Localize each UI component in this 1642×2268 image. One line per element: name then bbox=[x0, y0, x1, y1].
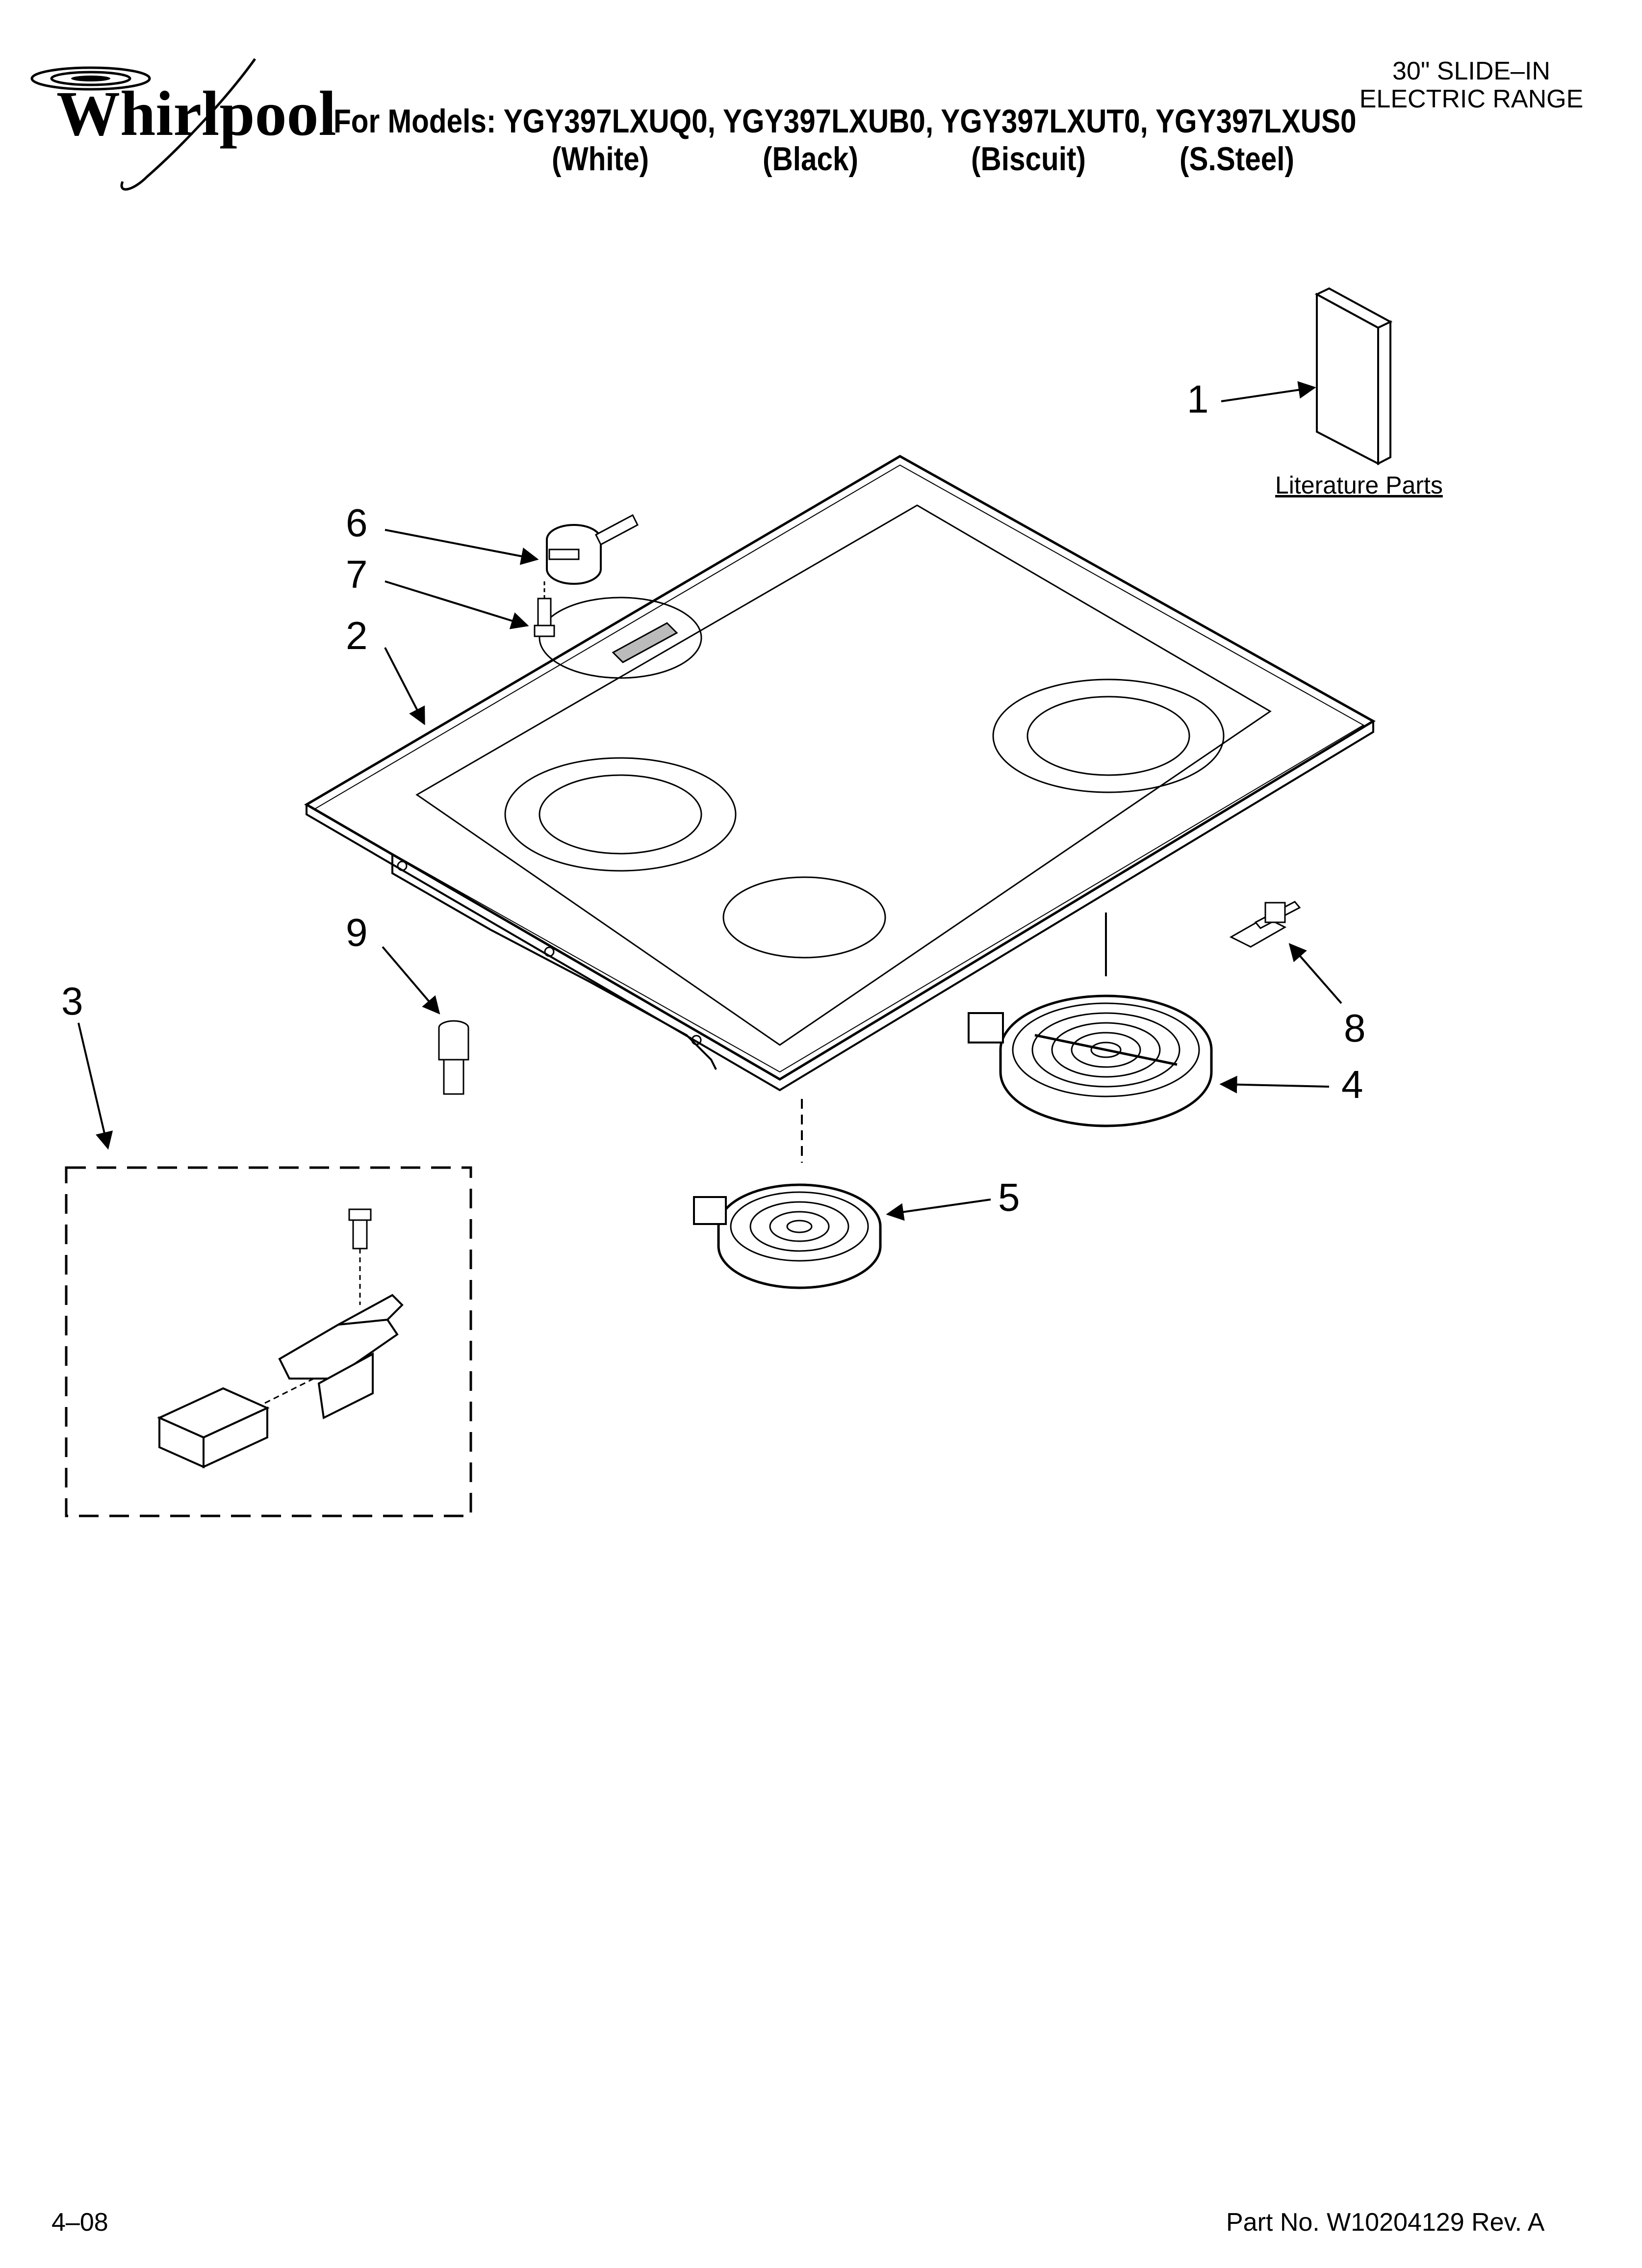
callout-3: 3 bbox=[61, 979, 83, 1023]
screw-7 bbox=[534, 581, 555, 637]
indicator-lamp-9 bbox=[438, 1020, 469, 1095]
color-white: (White) bbox=[552, 140, 649, 178]
callout-4: 4 bbox=[1341, 1063, 1363, 1106]
vent-grille bbox=[612, 622, 678, 663]
callout-1: 1 bbox=[1187, 377, 1209, 421]
callout-2: 2 bbox=[346, 614, 368, 657]
revision-date: 4–08 bbox=[51, 2208, 108, 2237]
color-stainless-steel: (S.Steel) bbox=[1180, 140, 1294, 178]
surface-element-small-5 bbox=[693, 1099, 882, 1289]
whirlpool-logo: Whirlpool bbox=[30, 58, 336, 191]
svg-text:Whirlpool: Whirlpool bbox=[56, 78, 336, 149]
literature-part-1 bbox=[1314, 287, 1393, 466]
terminal-kit-3 bbox=[65, 1166, 472, 1517]
callout-8: 8 bbox=[1344, 1006, 1366, 1050]
color-black: (Black) bbox=[763, 140, 859, 178]
color-biscuit: (Biscuit) bbox=[971, 140, 1086, 178]
cooktop-glass-2 bbox=[304, 455, 1376, 1092]
callout-9: 9 bbox=[346, 911, 368, 954]
models-heading: For Models: YGY397LXUQ0, YGY397LXUB0, YG… bbox=[334, 103, 1357, 140]
range-type-line-1: 30" SLIDE–IN bbox=[1392, 57, 1550, 85]
range-type-line-2: ELECTRIC RANGE bbox=[1359, 85, 1584, 113]
leader-lines bbox=[77, 381, 1342, 1221]
bracket-8 bbox=[1229, 901, 1301, 948]
callout-5: 5 bbox=[998, 1175, 1020, 1219]
surface-element-large-4 bbox=[968, 912, 1213, 1127]
callout-6: 6 bbox=[346, 501, 368, 545]
callout-7: 7 bbox=[346, 552, 368, 596]
part-number: Part No. W10204129 Rev. A bbox=[1226, 2208, 1545, 2237]
limiter-6 bbox=[546, 514, 639, 585]
literature-parts-label: Literature Parts bbox=[1275, 471, 1443, 499]
